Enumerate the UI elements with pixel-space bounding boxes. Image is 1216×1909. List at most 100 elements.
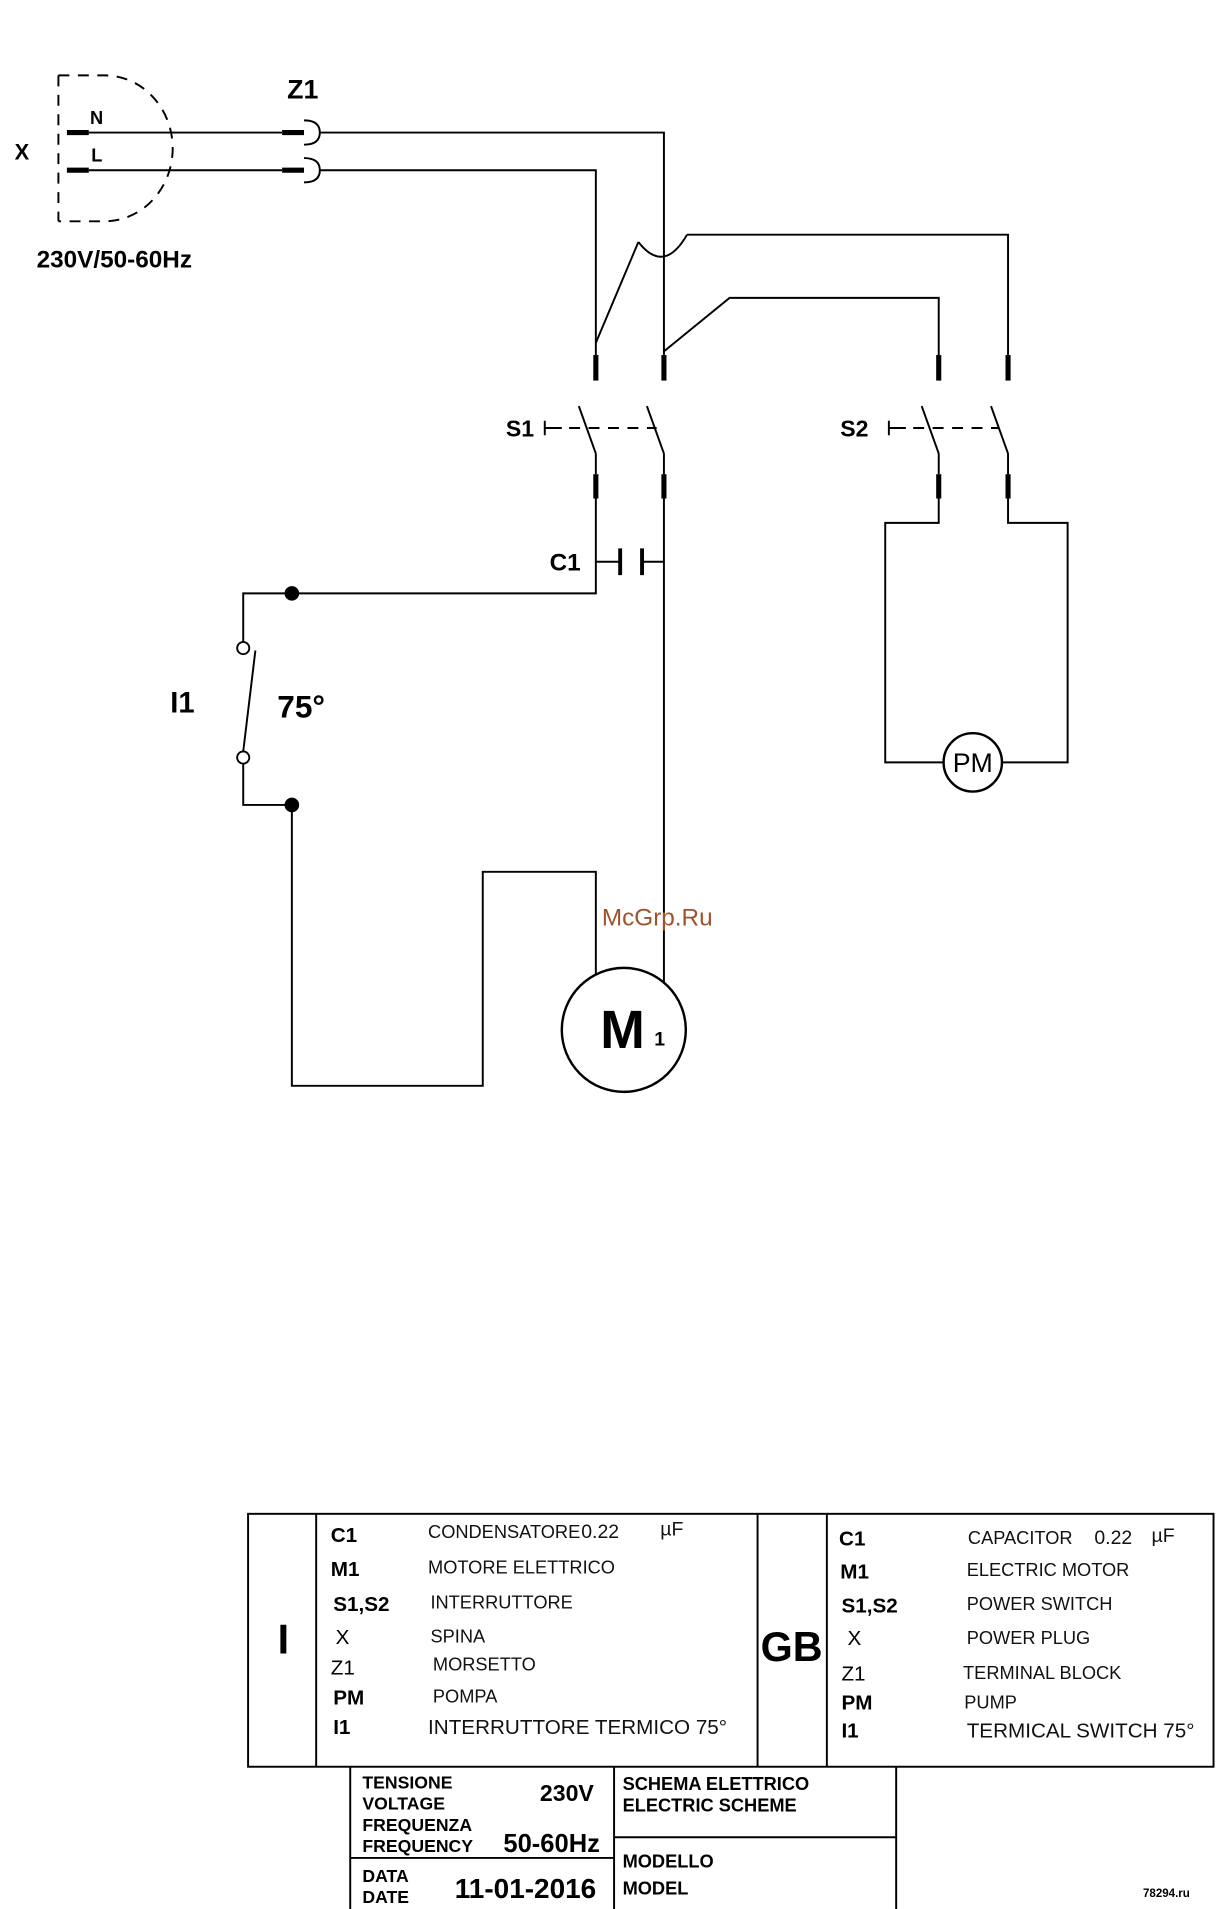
legend-description: MOTORE ELETTRICO [428, 1556, 615, 1577]
frequency-label-it: FREQUENZA [362, 1815, 472, 1835]
junction-dot-upper [284, 586, 300, 601]
voltage-label-it: TENSIONE [362, 1773, 452, 1793]
wire-s1-to-thermal-switch [242, 498, 597, 643]
thermal-switch-terminal-top [236, 641, 251, 656]
capacitor-c1: C1 [550, 548, 664, 576]
date-label-it: DATA [362, 1866, 409, 1886]
legend-code: I1 [841, 1720, 858, 1743]
plug-outline [57, 74, 174, 223]
legend-description: POWER SWITCH [967, 1593, 1113, 1614]
legend-code: X [848, 1627, 862, 1650]
legend-description: TERMINAL BLOCK [963, 1662, 1121, 1683]
supply-rating: 230V/50-60Hz [37, 247, 192, 274]
legend-code: M1 [840, 1560, 869, 1583]
wire-line-to-s2 [687, 233, 1010, 356]
legend-code: C1 [839, 1527, 865, 1550]
legend-description: CAPACITOR [968, 1527, 1073, 1548]
legend-language-it: I [278, 1617, 289, 1663]
s2-label: S2 [840, 416, 868, 442]
legend-code: S1,S2 [333, 1593, 389, 1616]
terminal-socket-n [304, 119, 321, 146]
wire-thermal-switch-to-motor [290, 804, 597, 1087]
legend-description: ELECTRIC MOTOR [967, 1559, 1130, 1580]
legend-unit: µF [660, 1519, 683, 1541]
thermal-switch-terminal-bottom [236, 750, 251, 765]
legend-code: PM [841, 1692, 872, 1715]
s1-actuator [543, 420, 562, 436]
date-label-en: DATE [362, 1887, 409, 1907]
legend-code: I1 [333, 1716, 350, 1739]
frequency-value: 50-60Hz [503, 1830, 599, 1858]
frequency-label-en: FREQUENCY [362, 1836, 473, 1856]
thermal-switch-i1: I1 75° [170, 641, 325, 765]
thermal-switch-label: I1 [170, 688, 194, 720]
wire-s2-to-pump-left [884, 498, 944, 764]
legend-description: INTERRUTTORE TERMICO 75° [428, 1716, 727, 1739]
mains-plug-x: X N L 230V/50-60Hz [15, 74, 192, 274]
legend-value: 0.22 [1094, 1527, 1132, 1549]
wire-line-to-s1 [319, 169, 597, 356]
legend-code: PM [333, 1687, 364, 1710]
motor-circle [560, 966, 688, 1094]
legend-border [247, 1512, 1215, 1768]
wire-crossover-bridge [637, 234, 688, 258]
title-en: ELECTRIC SCHEME [623, 1795, 797, 1816]
switch-s1: S1 [506, 355, 667, 499]
model-label-it: MODELLO [623, 1851, 714, 1872]
legend-description: POWER PLUG [967, 1627, 1091, 1648]
legend-description: CONDENSATORE [428, 1521, 580, 1542]
legend-code: Z1 [331, 1656, 355, 1679]
legend-code: X [336, 1626, 350, 1649]
plug-pin-n-label: N [90, 107, 103, 128]
s2-actuator [887, 420, 906, 436]
terminal-socket-l [304, 157, 321, 184]
legend-description: INTERRUTTORE [430, 1592, 572, 1613]
s1-label: S1 [506, 416, 534, 442]
title-block-grid [349, 1766, 898, 1909]
motor-symbol: M [600, 1001, 645, 1060]
wire-s2-to-pump-right [1001, 498, 1069, 764]
pump-circle [942, 731, 1004, 793]
legend-description: SPINA [430, 1626, 486, 1647]
terminal-block-z1: Z1 [282, 74, 321, 184]
wire-line-branch-to-s2 [594, 241, 640, 344]
wire-thermal-switch-out [242, 763, 292, 806]
legend-value: 0.22 [581, 1521, 619, 1543]
thermal-switch-blade [242, 650, 257, 752]
watermark-corner: 78294.ru [1143, 1888, 1190, 1900]
legend-code: S1,S2 [841, 1594, 897, 1617]
terminal-label: Z1 [287, 74, 318, 104]
voltage-label-en: VOLTAGE [362, 1793, 445, 1813]
s2-blade-right [990, 405, 1009, 454]
pump-label: PM [953, 748, 993, 778]
plug-pin-l-label: L [91, 145, 102, 166]
motor-index: 1 [654, 1029, 665, 1051]
legend-code: M1 [331, 1558, 360, 1581]
date-value: 11-01-2016 [455, 1873, 596, 1904]
s2-blade-left [920, 405, 940, 454]
legend-code: C1 [331, 1524, 357, 1547]
legend-description: TERMICAL SWITCH 75° [967, 1720, 1195, 1743]
title-block: TENSIONE VOLTAGE 230V FREQUENZA FREQUENC… [349, 1766, 898, 1909]
legend-code: Z1 [841, 1662, 865, 1685]
legend-description: POMPA [433, 1685, 498, 1706]
legend-language-gb: GB [761, 1624, 823, 1670]
wire-neutral-to-s1 [319, 131, 665, 356]
plug-label: X [15, 139, 30, 164]
legend-table: I GB C1 CONDENSATORE 0.22 µF M1 MOTORE E… [247, 1512, 1215, 1768]
legend-english-rows: C1 CAPACITOR 0.22 µF M1 ELECTRIC MOTOR S… [839, 1525, 1195, 1743]
motor-m1: M 1 [560, 966, 688, 1094]
model-label-en: MODEL [623, 1877, 689, 1898]
wire-neutral-to-s2 [663, 296, 940, 356]
watermark-site: McGrp.Ru [602, 904, 713, 931]
legend-description: MORSETTO [433, 1654, 536, 1675]
s1-blade-right [645, 405, 665, 454]
thermal-switch-temperature: 75° [277, 688, 325, 724]
pump-pm: PM [942, 731, 1004, 793]
voltage-value: 230V [540, 1780, 595, 1806]
switch-s2: S2 [840, 355, 1011, 499]
capacitor-label: C1 [550, 549, 581, 576]
s1-blade-left [577, 405, 597, 454]
title-it: SCHEMA ELETTRICO [623, 1773, 810, 1794]
